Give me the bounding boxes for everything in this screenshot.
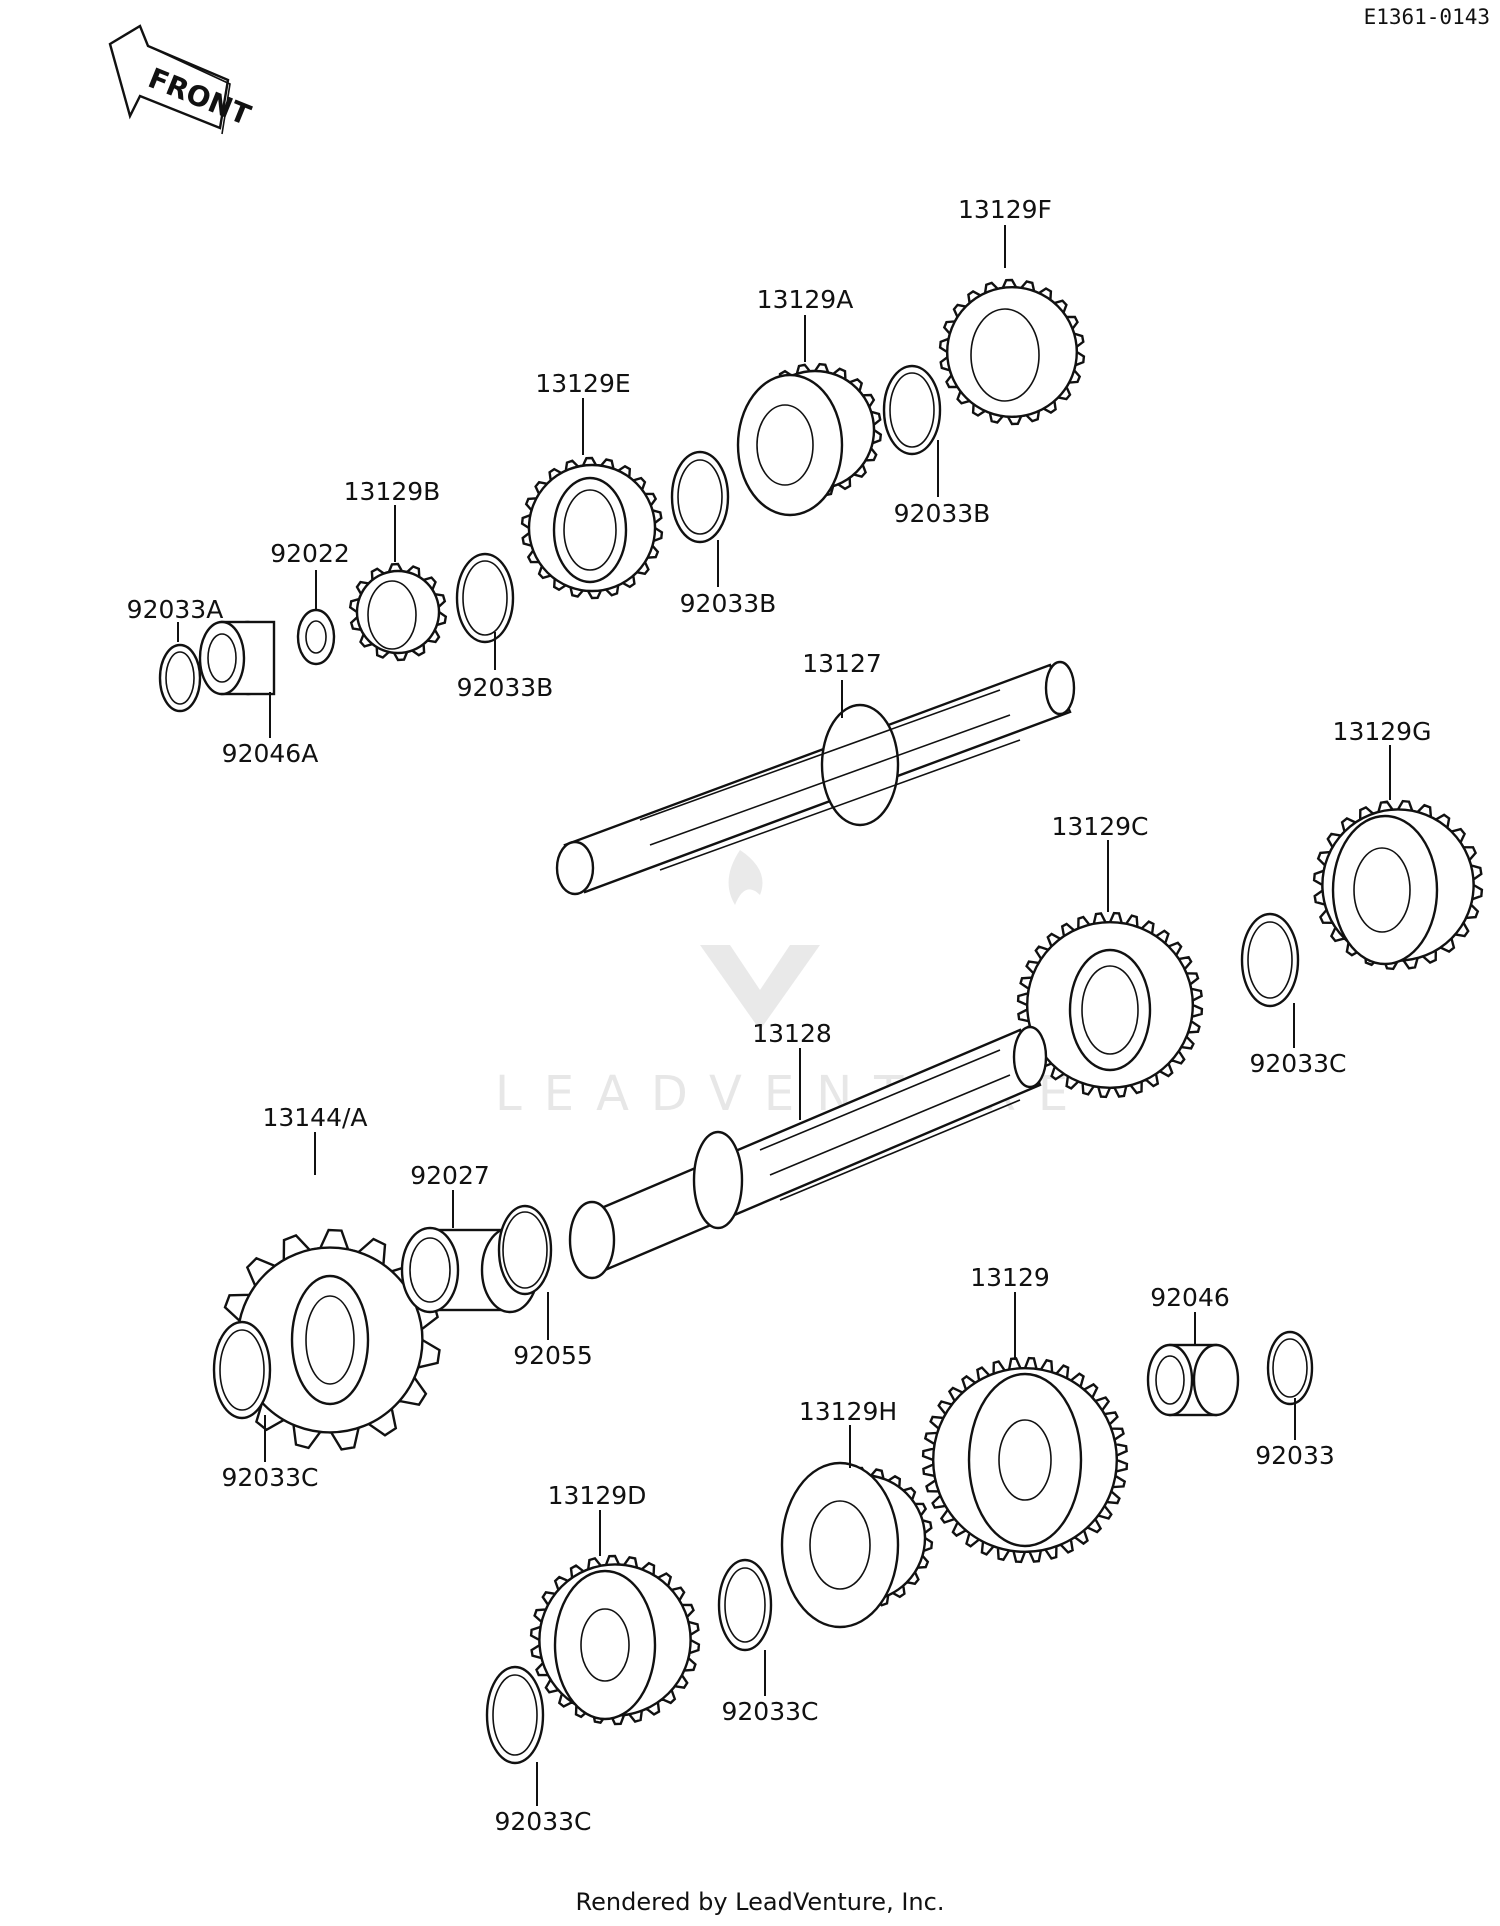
gear-13129G[interactable]	[1312, 799, 1484, 971]
callout-13128[interactable]: 13128	[752, 1019, 832, 1048]
callout-13129G[interactable]: 13129G	[1333, 717, 1432, 746]
callout-92033C-a[interactable]: 92033C	[1250, 1049, 1347, 1078]
gear-13129H[interactable]	[780, 1461, 934, 1629]
callout-92033A[interactable]: 92033A	[127, 595, 224, 624]
front-arrow-icon: FRONT	[108, 24, 255, 135]
bearing-92046A[interactable]	[198, 620, 276, 696]
washer-92022[interactable]	[296, 608, 336, 666]
callout-13129E[interactable]: 13129E	[535, 369, 630, 398]
circlip-92033[interactable]	[1266, 1330, 1314, 1406]
footer-credit: Rendered by LeadVenture, Inc.	[576, 1888, 945, 1916]
leader-lines	[177, 225, 1391, 1806]
callout-92055[interactable]: 92055	[513, 1341, 593, 1370]
callout-92033B-b[interactable]: 92033B	[680, 589, 777, 618]
callout-13129B[interactable]: 13129B	[344, 477, 441, 506]
circlip-92033C-b[interactable]	[212, 1320, 272, 1420]
callout-13127[interactable]: 13127	[802, 649, 882, 678]
callout-92033[interactable]: 92033	[1255, 1441, 1335, 1470]
shaft-13127[interactable]	[555, 660, 1076, 896]
gear-13129A[interactable]	[736, 362, 883, 517]
callout-13129A[interactable]: 13129A	[757, 285, 854, 314]
sprocket-13144A[interactable]	[218, 1228, 441, 1451]
circlip-92033C-a[interactable]	[1240, 912, 1300, 1008]
shaft-13128[interactable]	[568, 1025, 1048, 1280]
diagram-code: E1361-0143	[1364, 5, 1490, 29]
circlip-92033A[interactable]	[158, 643, 202, 713]
callout-92033C-d[interactable]: 92033C	[495, 1807, 592, 1836]
gear-13129[interactable]	[921, 1356, 1129, 1564]
callout-92046A[interactable]: 92046A	[222, 739, 319, 768]
circlip-92033C-d[interactable]	[485, 1665, 545, 1765]
collar-92027[interactable]	[400, 1226, 540, 1314]
gear-13129B[interactable]	[348, 562, 448, 662]
callout-92046[interactable]: 92046	[1150, 1283, 1230, 1312]
bearing-92046[interactable]	[1146, 1343, 1240, 1417]
callout-92033B-a[interactable]: 92033B	[894, 499, 991, 528]
gear-13129F[interactable]	[938, 278, 1086, 426]
callout-92033C-b[interactable]: 92033C	[222, 1463, 319, 1492]
callout-13129C[interactable]: 13129C	[1052, 812, 1149, 841]
gear-13129D[interactable]	[529, 1554, 701, 1726]
callout-92033C-c[interactable]: 92033C	[722, 1697, 819, 1726]
callout-92027[interactable]: 92027	[410, 1161, 490, 1190]
circlip-92033B-a[interactable]	[882, 364, 942, 456]
callout-13129H[interactable]: 13129H	[799, 1397, 897, 1426]
callout-labels: 13129F 13129A 13129E 92033B 92033B 13129…	[127, 195, 1432, 1836]
circlip-92033C-c[interactable]	[717, 1558, 773, 1652]
callout-92022[interactable]: 92022	[270, 539, 350, 568]
o-ring-92055[interactable]	[497, 1204, 553, 1296]
gear-13129C[interactable]	[1016, 911, 1204, 1099]
circlip-92033B-c[interactable]	[455, 552, 515, 644]
gear-13129E[interactable]	[520, 456, 664, 600]
circlip-92033B-b[interactable]	[670, 450, 730, 544]
callout-92033B-c[interactable]: 92033B	[457, 673, 554, 702]
callout-13129[interactable]: 13129	[970, 1263, 1050, 1292]
callout-13129F[interactable]: 13129F	[958, 195, 1052, 224]
callout-13129D[interactable]: 13129D	[548, 1481, 647, 1510]
callout-13144A[interactable]: 13144/A	[262, 1103, 367, 1132]
